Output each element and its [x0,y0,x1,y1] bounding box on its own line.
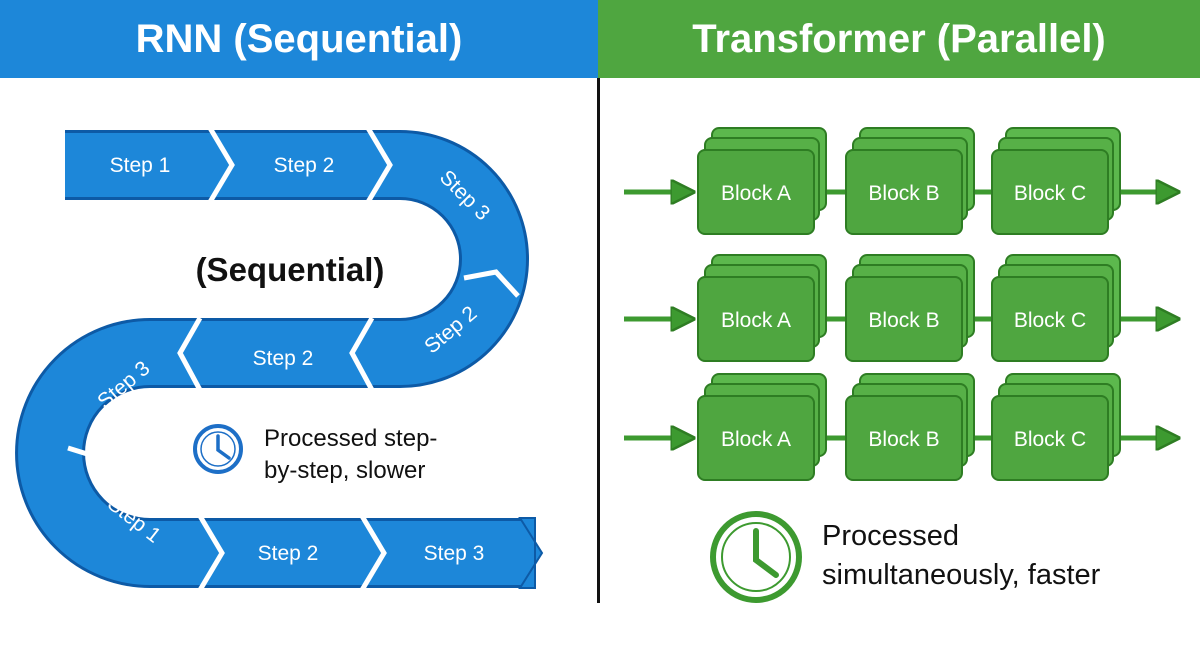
block-label: Block C [1014,182,1086,205]
step-label: Step 2 [253,347,314,370]
step-label: Step 1 [110,154,171,177]
block-label: Block B [868,428,939,451]
rnn-note-line1: Processed step- [264,425,437,452]
block-stack: Block B [845,254,975,362]
block-stack: Block B [845,373,975,481]
block-label: Block C [1014,428,1086,451]
rnn-note-line2: by-step, slower [264,457,425,484]
block-stack: Block B [845,127,975,235]
clock-icon [710,511,802,603]
block-stack: Block A [697,254,827,362]
block-label: Block A [721,428,791,451]
step-label: Step 2 [274,154,335,177]
transformer-header: Transformer (Parallel) [598,0,1200,78]
transformer-row: Block A Block B Block C [624,254,1178,362]
clock-icon [193,424,243,474]
snake-arrow-tip [518,517,544,589]
block-stack: Block A [697,127,827,235]
block-stack: Block A [697,373,827,481]
block-stack: Block C [991,127,1121,235]
transformer-note-line1: Processed [822,520,959,552]
chevron-dividers [67,126,520,592]
block-stack: Block C [991,373,1121,481]
block-label: Block B [868,309,939,332]
sequential-label: (Sequential) [196,251,385,288]
snake-band-fill [18,133,535,585]
transformer-rows: Block A Block B Block C [624,127,1178,481]
step-label: Step 2 [258,542,319,565]
rnn-snake: Step 1 Step 2 Step 3 Step 2 Step 2 Step … [15,126,544,592]
block-label: Block A [721,182,791,205]
block-stack: Block C [991,254,1121,362]
rnn-header: RNN (Sequential) [0,0,598,78]
transformer-row: Block A Block B Block C [624,373,1178,481]
step-label: Step 3 [424,542,485,565]
block-label: Block B [868,182,939,205]
transformer-note-line2: simultaneously, faster [822,559,1101,591]
block-label: Block C [1014,309,1086,332]
transformer-row: Block A Block B Block C [624,127,1178,235]
panel-divider [597,78,600,603]
block-label: Block A [721,309,791,332]
